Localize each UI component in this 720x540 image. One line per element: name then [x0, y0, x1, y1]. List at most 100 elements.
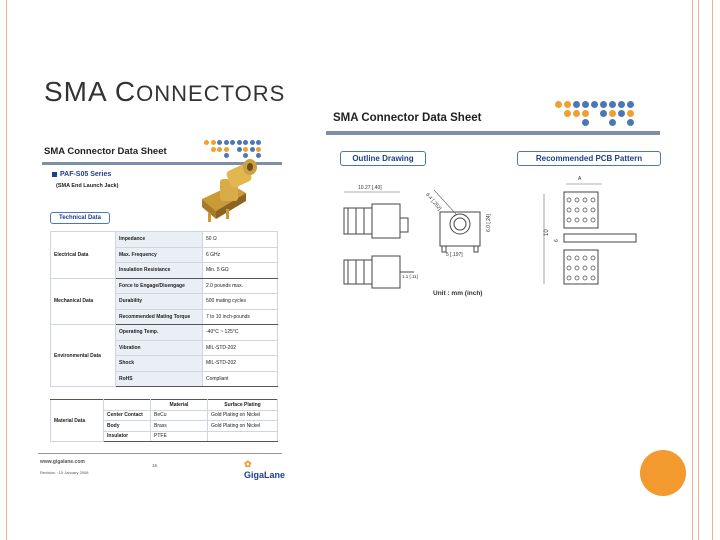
slide-border-right-2 — [698, 0, 699, 540]
logo-dot — [217, 140, 222, 145]
logo-dot — [249, 146, 255, 152]
value-cell: 2.0 pounds max. — [202, 277, 278, 294]
dim-ten: 10 — [544, 229, 550, 236]
plating-cell — [207, 430, 278, 442]
value-cell: MIL-STD-202 — [202, 339, 278, 356]
dim-six: 6 — [554, 239, 560, 242]
pcb-pad — [566, 197, 572, 203]
pcb-pad — [574, 275, 580, 281]
logo-dot — [627, 110, 634, 117]
logo-dot — [210, 140, 216, 145]
logo-dot — [223, 153, 229, 158]
logo-dot — [555, 101, 562, 108]
brand-name: GigaLane — [244, 470, 286, 480]
pcb-pad — [566, 255, 572, 261]
pcb-pad — [574, 217, 580, 223]
slide-title-rest: ONNECTORS — [136, 81, 286, 106]
pcb-pad — [590, 217, 596, 223]
dim-height: 6.0 [.24] — [486, 213, 492, 232]
pcb-pad — [582, 265, 588, 271]
part-cell: Insulator — [103, 430, 151, 442]
technical-data-tab: Technical Data — [50, 212, 110, 224]
pcb-pad — [582, 255, 588, 261]
pcb-pad — [582, 217, 588, 223]
logo-dot — [210, 146, 216, 152]
right-sheet-title: SMA Connector Data Sheet — [333, 112, 482, 124]
param-cell: Recommended Mating Torque — [115, 308, 203, 325]
slide-border-left — [6, 0, 7, 540]
left-data-sheet: SMA Connector Data Sheet PAF-S05 Series … — [38, 133, 285, 480]
dim-diagonal: 6.4 [.252] — [424, 192, 442, 212]
value-cell: 7 to 10 inch-pounds — [202, 308, 278, 325]
pcb-pad — [566, 207, 572, 213]
pcb-pad — [590, 275, 596, 281]
footer-date: Revision : 15 January 2008 — [40, 470, 89, 475]
part-cell: Body — [103, 420, 151, 432]
footer-url: www.gigalane.com — [40, 459, 85, 465]
logo-dot — [600, 101, 607, 108]
left-sheet-title: SMA Connector Data Sheet — [44, 146, 167, 157]
value-cell: 6 GHz — [202, 246, 278, 263]
dim-a: A — [578, 176, 582, 182]
param-cell: Durability — [115, 293, 203, 310]
part-cell: Center Contact — [103, 409, 151, 421]
logo-dot — [609, 110, 616, 117]
logo-dot — [243, 146, 248, 152]
param-cell: Max. Frequency — [115, 246, 203, 263]
logo-dot — [573, 101, 580, 108]
pcb-pad — [574, 255, 580, 261]
value-cell: -40°C ~ 125°C — [202, 324, 278, 341]
material-cell: PTFE — [150, 430, 208, 442]
material-header: Material — [150, 399, 208, 411]
pcb-pad — [574, 265, 580, 271]
logo-dot — [591, 101, 598, 108]
gigalane-logo: ✿ GigaLane — [244, 459, 285, 480]
pcb-pad — [582, 275, 588, 281]
pcb-pad — [566, 217, 572, 223]
series-bullet-icon — [52, 171, 57, 177]
slide-title-first: SMA C — [44, 76, 137, 107]
logo-dot — [573, 110, 580, 117]
logo-dot — [256, 153, 261, 158]
value-cell: Compliant — [202, 370, 278, 387]
param-cell: RoHS — [115, 370, 203, 387]
logo-dot — [236, 140, 242, 145]
logo-dot — [618, 101, 625, 108]
series-name: PAF-S05 Series — [52, 171, 111, 178]
outline-drawing-tab: Outline Drawing — [340, 151, 426, 166]
pcb-pad — [590, 197, 596, 203]
gigalane-logo-mark-icon: ✿ — [244, 459, 252, 469]
sma-connector-image — [202, 159, 257, 222]
category-cell: Electrical Data — [50, 231, 116, 279]
pcb-pad — [574, 197, 580, 203]
logo-dot — [243, 140, 248, 145]
logo-dot — [230, 140, 235, 145]
slide-border-right-3 — [712, 0, 713, 540]
pcb-pad — [582, 197, 588, 203]
param-cell: Insulation Resistance — [115, 262, 203, 279]
logo-dot — [609, 101, 616, 108]
pcb-pad — [582, 207, 588, 213]
left-sheet-footer-rule — [38, 453, 282, 454]
logo-dot — [256, 140, 261, 145]
outline-drawing: 10.27 [.40] 1.1 [.11] 6.4 [.252] 5 [.197… — [343, 185, 492, 289]
plating-cell: Gold Plating on Nickel — [207, 409, 278, 421]
logo-dot — [582, 119, 589, 126]
material-category-cell: Material Data — [50, 399, 104, 442]
right-sheet-title-rule — [326, 131, 660, 135]
param-cell: Impedance — [115, 231, 203, 248]
unit-note: Unit : mm (inch) — [433, 290, 483, 297]
dim-lead: 1.1 [.11] — [402, 274, 418, 279]
logo-dot — [564, 110, 571, 117]
series-subtitle: (SMA End Launch Jack) — [56, 183, 119, 189]
series-label: PAF-S05 Series — [60, 171, 112, 178]
category-cell: Environmental Data — [50, 324, 116, 387]
material-cell: Brass — [150, 420, 208, 432]
logo-dot — [609, 119, 616, 126]
logo-dot — [582, 110, 589, 117]
param-cell: Vibration — [115, 339, 203, 356]
pcb-pad — [566, 265, 572, 271]
pcb-pad — [590, 207, 596, 213]
param-cell: Operating Temp. — [115, 324, 203, 341]
